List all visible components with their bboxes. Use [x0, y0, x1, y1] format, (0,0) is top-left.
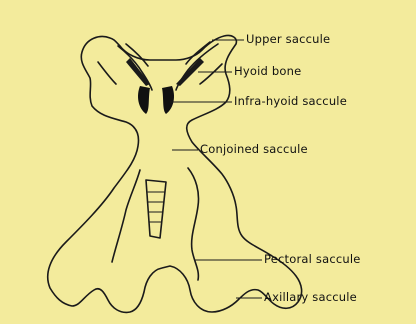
label-infra-hyoid-saccule: Infra-hyoid saccule	[234, 94, 347, 108]
upper-lobe-contour-left	[98, 62, 116, 84]
label-pectoral-saccule: Pectoral saccule	[264, 252, 361, 266]
label-axillary-saccule: Axillary saccule	[264, 290, 357, 304]
trachea	[146, 180, 166, 238]
label-conjoined-saccule: Conjoined saccule	[200, 142, 308, 156]
upper-lobe-contour-right	[200, 64, 222, 84]
infra-hyoid-saccule-left	[138, 86, 150, 114]
label-hyoid-bone: Hyoid bone	[234, 64, 301, 78]
pectoral-saccule-contour	[188, 168, 199, 280]
label-upper-saccule: Upper saccule	[246, 32, 330, 46]
hyoid-bone-fill-left	[126, 58, 150, 86]
infra-hyoid-saccule-right	[162, 86, 174, 114]
